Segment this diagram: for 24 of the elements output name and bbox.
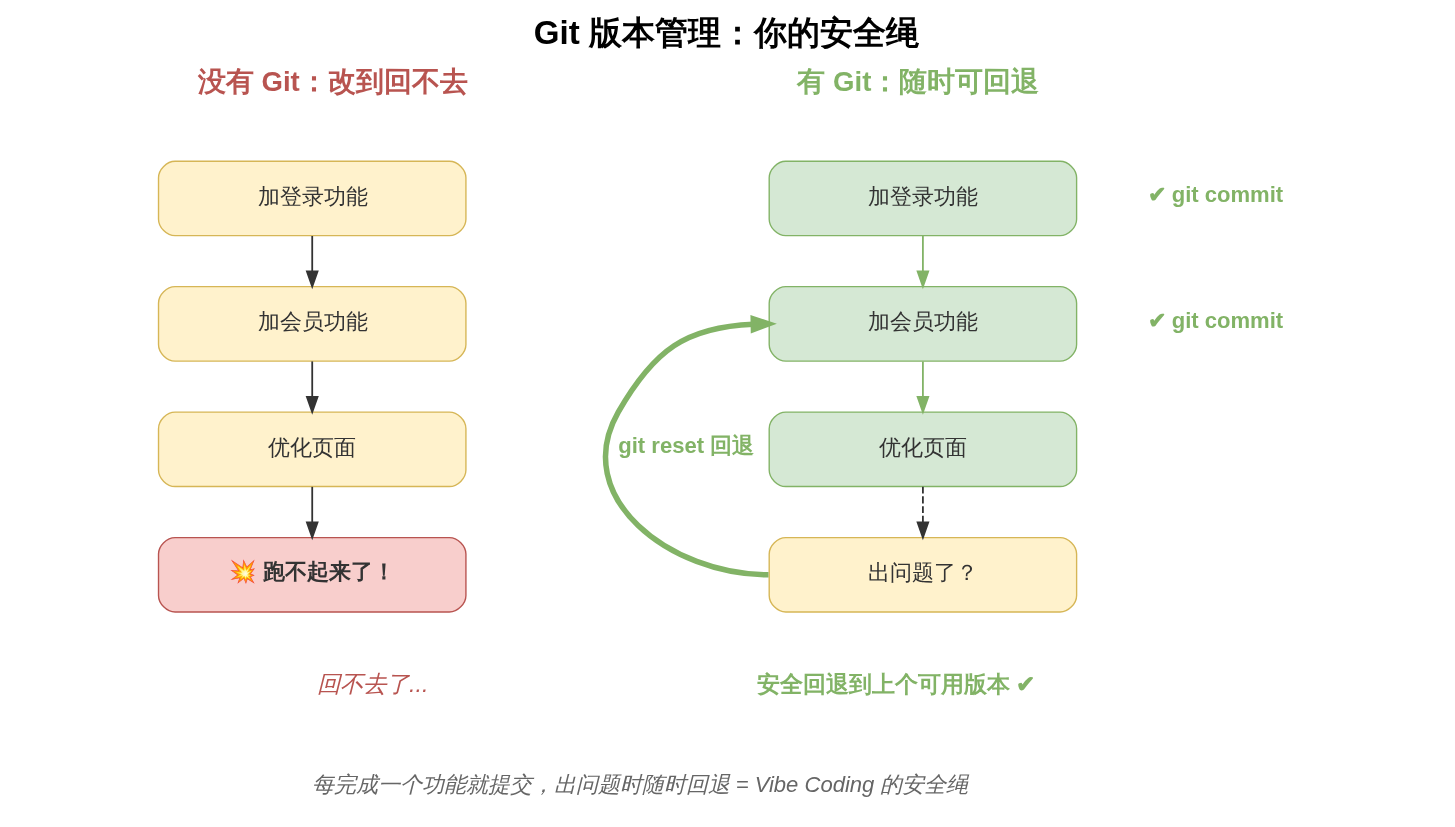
- node-box: 加会员功能: [157, 286, 467, 362]
- node-box: 加会员功能: [768, 286, 1078, 362]
- arrow: [603, 315, 777, 578]
- label: 有 Git：随时可回退: [797, 65, 1040, 97]
- node-box: 优化页面: [157, 411, 467, 488]
- label: 没有 Git：改到回不去: [197, 65, 468, 97]
- node-label: ✔ git commit: [1147, 307, 1284, 333]
- arrow: [305, 235, 319, 290]
- node-box: 💥 跑不起来了！: [157, 536, 467, 613]
- node-box: 加登录功能: [768, 160, 1078, 237]
- label: 回不去了...: [317, 671, 429, 698]
- node-box: 优化页面: [768, 411, 1078, 488]
- arrow: [305, 360, 319, 415]
- arrow: [305, 485, 319, 541]
- label: 安全回退到上个可用版本 ✔: [756, 671, 1036, 698]
- diagram-title: Git 版本管理：你的安全绳: [533, 14, 919, 52]
- node-label: ✔ git commit: [1147, 182, 1284, 208]
- node-box: 出问题了？: [768, 536, 1078, 613]
- edge-label: git reset 回退: [618, 433, 755, 459]
- caption: 每完成一个功能就提交，出问题时随时回退 = Vibe Coding 的安全绳: [311, 772, 969, 798]
- arrow: [916, 235, 930, 290]
- arrow: [916, 360, 930, 415]
- node-box: 加登录功能: [157, 160, 467, 237]
- arrow: [916, 485, 930, 541]
